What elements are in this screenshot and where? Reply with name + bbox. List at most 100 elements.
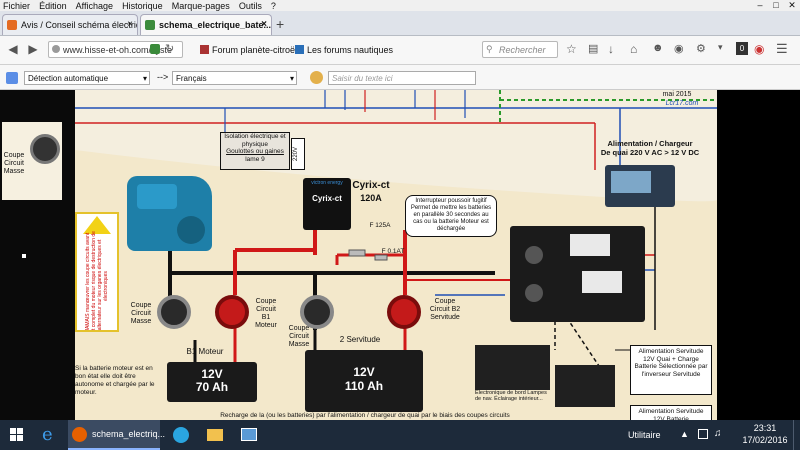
bookmark-star-icon[interactable]: ☆ [566,42,577,56]
url-text: www.hisse-et-oh.com/syste [63,45,173,55]
battery2-voltage: 12V [353,365,375,379]
close-tab-icon[interactable]: × [127,19,133,30]
engine-image [127,176,212,251]
menu-view[interactable]: Affichage [75,1,114,11]
menu-file[interactable]: Fichier [3,1,31,11]
cyrix-brand: victron energy [311,180,343,186]
isolation-box: Isolation électrique et physique Goulott… [220,132,290,170]
search-input[interactable]: Rechercher [482,41,558,58]
battery-switch-b2-icon [387,295,421,329]
clock-date[interactable]: 17/02/2016 [742,435,788,445]
translation-arrow: --> [157,72,169,82]
battery1-voltage: 12V [201,367,223,381]
ground-switch-1-icon [157,295,191,329]
fuse-01-label: F 0.1AT [381,248,405,255]
network-icon[interactable] [698,429,708,439]
download-icon[interactable]: ↓ [608,42,614,56]
ground-switch-2-icon [300,295,334,329]
close-window-icon[interactable]: ✕ [788,0,796,10]
source-language-select[interactable]: Détection automatique ▾ [24,71,150,85]
left-switch-icon [30,134,60,164]
battery1-name: B1 Moteur [186,347,224,356]
bookmark-forum-citroen[interactable]: Forum planète-citroën [200,43,300,57]
windows-logo-part [10,435,16,441]
close-tab-icon[interactable]: × [261,19,267,30]
tab-schema[interactable]: schema_electrique_bate... × [140,14,272,35]
breaker-panel-2 [555,365,615,407]
image-favicon-icon [145,20,155,30]
show-desktop-button[interactable] [793,420,800,450]
left-switch-label: Coupe Circuit Masse [3,152,25,175]
start-button[interactable] [0,420,34,450]
taskbar-app-label: schema_electriq... [92,429,166,439]
tray-label[interactable]: Utilitaire [628,430,661,440]
vertical-220v-label: 220V [291,138,305,170]
switch-label-4: Coupe Circuit B2 Servitude [429,298,461,321]
menu-help[interactable]: ? [270,1,276,11]
back-icon[interactable]: ◀ [8,42,18,56]
left-dark-panel: Coupe Circuit Masse [0,90,75,420]
folder-icon [207,429,223,441]
ammeter [582,271,622,293]
diagram-footer: Recharge de la (ou les batteries) par l'… [220,412,510,419]
charger-subtitle: De quai 220 V AC > 12 V DC [600,148,700,157]
home-icon[interactable]: ⌂ [630,42,638,56]
left-dot [22,254,26,258]
taskbar-skype[interactable] [166,420,196,450]
taskbar-ie[interactable]: e [36,420,66,450]
menu-tools[interactable]: Outils [238,1,262,11]
adblock-badge-icon[interactable]: 0 [736,42,748,55]
chevron-down-icon: ▾ [289,74,294,83]
battery-switch-b1-icon [215,295,249,329]
pocket-icon[interactable]: ◉ [674,43,684,55]
extension-icon[interactable]: ◉ [754,42,765,56]
citroen-favicon-icon [200,45,209,54]
search-icon: ⚲ [486,44,493,54]
menu-hamburger-icon[interactable]: ☰ [776,41,788,56]
battery1-capacity: 70 Ah [195,380,229,394]
target-language-select[interactable]: Français ▾ [172,71,297,85]
minimize-icon[interactable]: – [757,0,763,10]
reload-icon[interactable]: ↻ [165,43,175,55]
bookmark-forums-nautiques[interactable]: Les forums nautiques [295,43,393,57]
tab-forum[interactable]: Avis / Conseil schéma électriqu... × [2,14,138,35]
new-tab-button[interactable]: + [276,16,285,32]
dropdown-icon[interactable]: ▾ [718,42,723,52]
battery-note: Si la batterie moteur est en bon état el… [75,365,155,396]
warning-text: Ne JAMAIS manœuvrer les coupe circuits a… [85,231,109,332]
site-info-icon[interactable] [52,45,60,53]
alim-box-1: Alimentation Servitude 12V Quai + Charge… [630,345,712,395]
bookmarks-list-icon[interactable]: ▤ [588,43,599,55]
url-bar[interactable]: www.hisse-et-oh.com/syste [48,41,183,58]
taskbar: e schema_electriq... Utilitaire ▲ ♫ 23:3… [0,420,800,450]
charger-screen [611,171,651,193]
skype-icon [173,427,189,443]
menu-bookmarks[interactable]: Marque-pages [171,1,230,11]
cyrix-device-label: Cyrix-ct [312,194,342,203]
menu-edit[interactable]: Édition [39,1,67,11]
switch-label-2: Coupe Circuit B1 Moteur [255,298,277,329]
addon-icon[interactable]: ⚙ [696,43,706,55]
isolation-number: 9 [261,155,265,163]
menu-history[interactable]: Historique [122,1,163,11]
taskbar-files[interactable] [200,420,230,450]
selector-knob-icon [525,284,543,302]
forward-icon[interactable]: ▶ [28,42,38,56]
clock-time[interactable]: 23:31 [753,423,777,433]
windows-logo-part [17,428,23,434]
tray-arrow-icon[interactable]: ▲ [680,429,689,439]
isolation-lame: lame [245,155,260,163]
page-action-icon[interactable] [150,44,160,54]
volume-icon[interactable]: ♫ [714,428,722,439]
taskbar-firefox[interactable]: schema_electriq... [68,420,165,450]
translate-icon[interactable] [6,72,18,84]
maximize-icon[interactable]: □ [773,0,779,10]
taskbar-photos[interactable] [234,420,264,450]
switch-label-1: Coupe Circuit Masse [130,302,152,325]
translate-go-icon[interactable] [310,71,323,84]
battery2-capacity: 110 Ah [344,379,384,393]
chat-icon[interactable]: ☻ [652,42,664,54]
ie-icon: e [42,424,53,445]
translation-input[interactable]: Saisir du texte ici [328,71,476,85]
photo-icon [241,428,257,441]
